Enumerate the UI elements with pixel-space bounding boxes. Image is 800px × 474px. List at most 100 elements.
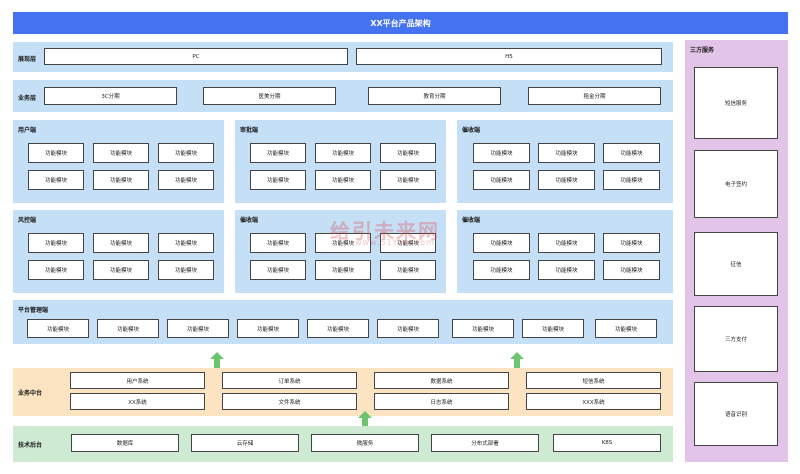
platform-management-panel: 平台管理端 功能模块 功能模块 功能模块 功能模块 功能模块 功能模块 功能模块… xyxy=(13,300,673,344)
module-box: 功能模块 xyxy=(28,143,84,163)
up-arrow-icon xyxy=(358,411,372,427)
module-box: 功能模块 xyxy=(250,170,306,190)
module-box: 功能模块 xyxy=(28,170,84,190)
platform-module-box: 功能模块 xyxy=(452,319,514,338)
platform-module-box: 功能模块 xyxy=(377,319,439,338)
platform-module-box: 功能模块 xyxy=(167,319,229,338)
module-panel-approval: 审批端 功能模块 功能模块 功能模块 功能模块 功能模块 功能模块 xyxy=(235,120,446,203)
module-box: 功能模块 xyxy=(473,233,530,253)
middle-system-box: 短信系统 xyxy=(526,372,661,389)
module-box: 功能模块 xyxy=(250,260,306,280)
module-box: 功能模块 xyxy=(158,260,214,280)
tech-box: K8S xyxy=(553,434,661,452)
platform-management-label: 平台管理端 xyxy=(18,307,49,314)
module-box: 功能模块 xyxy=(28,260,84,280)
module-box: 功能模块 xyxy=(315,260,371,280)
presentation-item-pc: PC xyxy=(44,48,348,65)
module-panel-collection-3: 催收端 功能模块 功能模块 功能模块 功能模块 功能模块 功能模块 xyxy=(457,210,673,293)
module-box: 功能模块 xyxy=(603,233,660,253)
tech-backend-panel: 技术后台 数据库 云存储 微服务 分布式部署 K8S xyxy=(13,426,673,462)
business-item: 教育分期 xyxy=(368,87,501,105)
module-box: 功能模块 xyxy=(93,170,149,190)
platform-module-box: 功能模块 xyxy=(97,319,159,338)
third-party-service-box: 短信服务 xyxy=(694,67,778,139)
third-party-service-box: 语音识别 xyxy=(694,382,778,446)
module-box: 功能模块 xyxy=(158,170,214,190)
module-panel-risk: 风控端 功能模块 功能模块 功能模块 功能模块 功能模块 功能模块 xyxy=(13,210,224,293)
module-panel-label: 催收端 xyxy=(240,217,259,224)
module-panel-collection-2: 催收端 功能模块 功能模块 功能模块 功能模块 功能模块 功能模块 xyxy=(235,210,446,293)
platform-module-box: 功能模块 xyxy=(27,319,89,338)
platform-module-box: 功能模块 xyxy=(237,319,299,338)
module-box: 功能模块 xyxy=(603,260,660,280)
module-panel-label: 用户端 xyxy=(18,127,37,134)
tech-backend-label: 技术后台 xyxy=(18,442,43,449)
tech-box: 微服务 xyxy=(311,434,419,452)
module-box: 功能模块 xyxy=(380,143,436,163)
business-item: 3C分期 xyxy=(44,87,177,105)
module-box: 功能模块 xyxy=(315,233,371,253)
up-arrow-icon xyxy=(210,352,224,368)
module-box: 功能模块 xyxy=(473,170,530,190)
module-box: 功能模块 xyxy=(315,143,371,163)
business-item: 医美分期 xyxy=(203,87,336,105)
business-middle-platform-panel: 业务中台 用户系统 订单系统 数据系统 短信系统 XX系统 文件系统 日志系统 … xyxy=(13,368,673,416)
module-box: 功能模块 xyxy=(380,170,436,190)
module-panel-label: 风控端 xyxy=(18,217,37,224)
business-item: 租金分期 xyxy=(528,87,661,105)
presentation-item-h5: H5 xyxy=(356,48,662,65)
business-layer-label: 业务层 xyxy=(18,95,37,102)
middle-system-box: 用户系统 xyxy=(70,372,205,389)
module-panel-label: 审批端 xyxy=(240,127,259,134)
platform-module-box: 功能模块 xyxy=(307,319,369,338)
third-party-service-box: 三方支付 xyxy=(694,306,778,372)
tech-box: 数据库 xyxy=(71,434,179,452)
watermark-url: www.51YYw.com xyxy=(355,238,435,247)
watermark-text: 给引未来网 xyxy=(330,219,440,243)
third-party-label: 三方服务 xyxy=(690,47,715,54)
module-box: 功能模块 xyxy=(473,260,530,280)
middle-system-box: XXX系统 xyxy=(526,393,661,410)
business-middle-platform-label: 业务中台 xyxy=(18,390,43,397)
module-box: 功能模块 xyxy=(473,143,530,163)
module-box: 功能模块 xyxy=(250,143,306,163)
module-box: 功能模块 xyxy=(158,233,214,253)
module-box: 功能模块 xyxy=(538,260,595,280)
business-layer-panel: 业务层 3C分期 医美分期 教育分期 租金分期 xyxy=(13,80,673,112)
middle-system-box: 数据系统 xyxy=(374,372,509,389)
third-party-panel: 三方服务 短信服务 电子签约 征信 三方支付 语音识别 xyxy=(685,40,788,462)
middle-system-box: 文件系统 xyxy=(222,393,357,410)
tech-box: 分布式部署 xyxy=(431,434,539,452)
up-arrow-icon xyxy=(510,352,524,368)
presentation-layer-panel: 展现层 PC H5 xyxy=(13,42,673,72)
platform-module-box: 功能模块 xyxy=(522,319,584,338)
module-box: 功能模块 xyxy=(93,233,149,253)
module-box: 功能模块 xyxy=(93,260,149,280)
middle-system-box: 订单系统 xyxy=(222,372,357,389)
third-party-service-box: 电子签约 xyxy=(694,150,778,218)
module-box: 功能模块 xyxy=(538,143,595,163)
presentation-layer-label: 展现层 xyxy=(18,56,37,63)
module-box: 功能模块 xyxy=(380,260,436,280)
title-bar: XX平台产品架构 xyxy=(13,12,788,34)
module-box: 功能模块 xyxy=(158,143,214,163)
module-panel-label: 催收端 xyxy=(462,127,481,134)
module-panel-label: 催收端 xyxy=(462,217,481,224)
module-box: 功能模块 xyxy=(603,170,660,190)
module-box: 功能模块 xyxy=(93,143,149,163)
module-box: 功能模块 xyxy=(380,233,436,253)
diagram-title: XX平台产品架构 xyxy=(370,18,431,28)
module-box: 功能模块 xyxy=(315,170,371,190)
module-box: 功能模块 xyxy=(538,170,595,190)
platform-module-box: 功能模块 xyxy=(595,319,657,338)
module-box: 功能模块 xyxy=(603,143,660,163)
module-panel-collection: 催收端 功能模块 功能模块 功能模块 功能模块 功能模块 功能模块 xyxy=(457,120,673,203)
third-party-service-box: 征信 xyxy=(694,232,778,296)
module-box: 功能模块 xyxy=(538,233,595,253)
module-box: 功能模块 xyxy=(28,233,84,253)
module-box: 功能模块 xyxy=(250,233,306,253)
middle-system-box: 日志系统 xyxy=(374,393,509,410)
middle-system-box: XX系统 xyxy=(70,393,205,410)
tech-box: 云存储 xyxy=(191,434,299,452)
module-panel-user: 用户端 功能模块 功能模块 功能模块 功能模块 功能模块 功能模块 xyxy=(13,120,224,203)
